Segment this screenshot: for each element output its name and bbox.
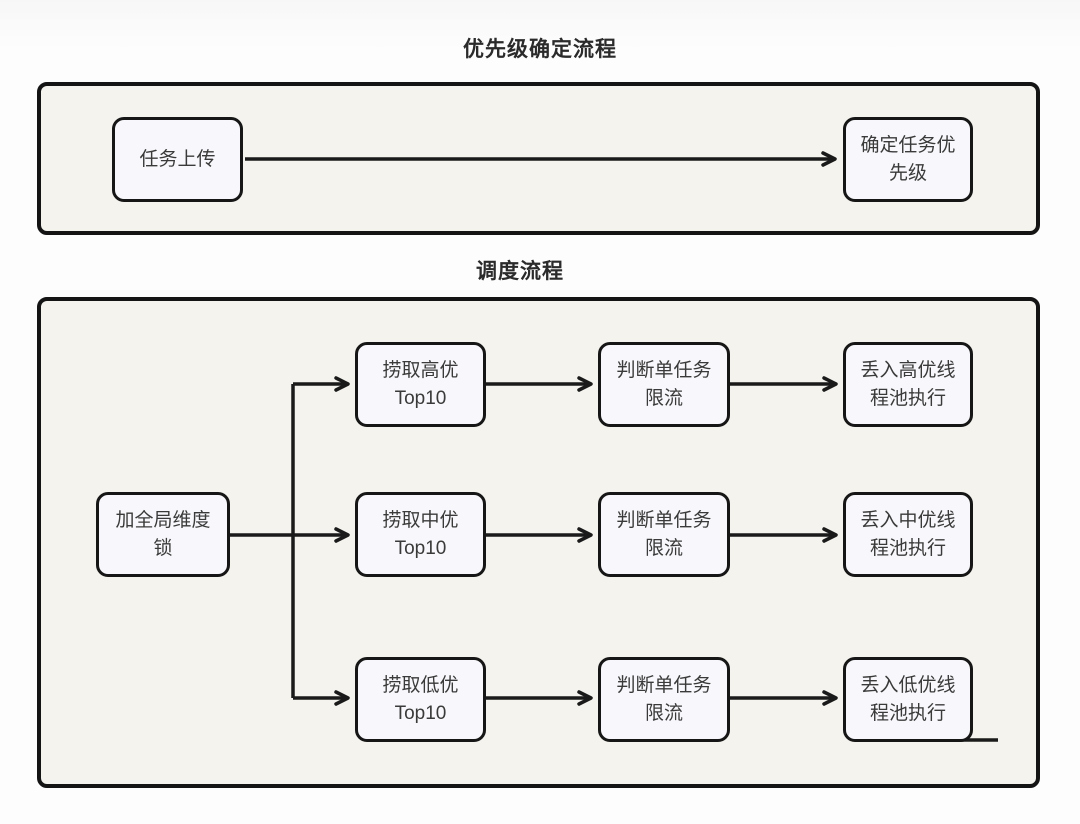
node-label: 加全局维度 锁 <box>115 509 211 559</box>
flow-node-exec-high-threadpool: 丢入高优线 程池执行 <box>843 342 973 427</box>
node-label: 判断单任务 限流 <box>616 509 712 559</box>
flow-node-judge-ratelimit-low: 判断单任务 限流 <box>598 657 730 742</box>
flow-node-fetch-low-top10: 捞取低优 Top10 <box>355 657 486 742</box>
priority-flow-title: 优先级确定流程 <box>463 38 617 61</box>
node-label: 捞取低优 Top10 <box>382 674 459 724</box>
schedule-flow-title: 调度流程 <box>476 260 564 283</box>
flow-node-judge-ratelimit-high: 判断单任务 限流 <box>598 342 730 427</box>
flow-node-exec-mid-threadpool: 丢入中优线 程池执行 <box>843 492 973 577</box>
node-label: 丢入中优线 程池执行 <box>860 509 956 559</box>
node-label: 任务上传 <box>139 148 216 170</box>
node-label: 判断单任务 限流 <box>616 359 712 409</box>
flow-node-fetch-high-top10: 捞取高优 Top10 <box>355 342 486 427</box>
flow-node-task-upload: 任务上传 <box>112 117 243 202</box>
node-label: 捞取高优 Top10 <box>382 359 459 409</box>
flow-node-judge-ratelimit-mid: 判断单任务 限流 <box>598 492 730 577</box>
node-label: 判断单任务 限流 <box>616 674 712 724</box>
flow-node-exec-low-threadpool: 丢入低优线 程池执行 <box>843 657 973 742</box>
node-label: 丢入低优线 程池执行 <box>860 674 956 724</box>
flow-node-global-lock: 加全局维度 锁 <box>96 492 230 577</box>
node-label: 确定任务优 先级 <box>860 134 956 184</box>
node-label: 捞取中优 Top10 <box>382 509 459 559</box>
node-label: 丢入高优线 程池执行 <box>860 359 956 409</box>
flow-node-determine-priority: 确定任务优 先级 <box>843 117 973 202</box>
flow-node-fetch-mid-top10: 捞取中优 Top10 <box>355 492 486 577</box>
